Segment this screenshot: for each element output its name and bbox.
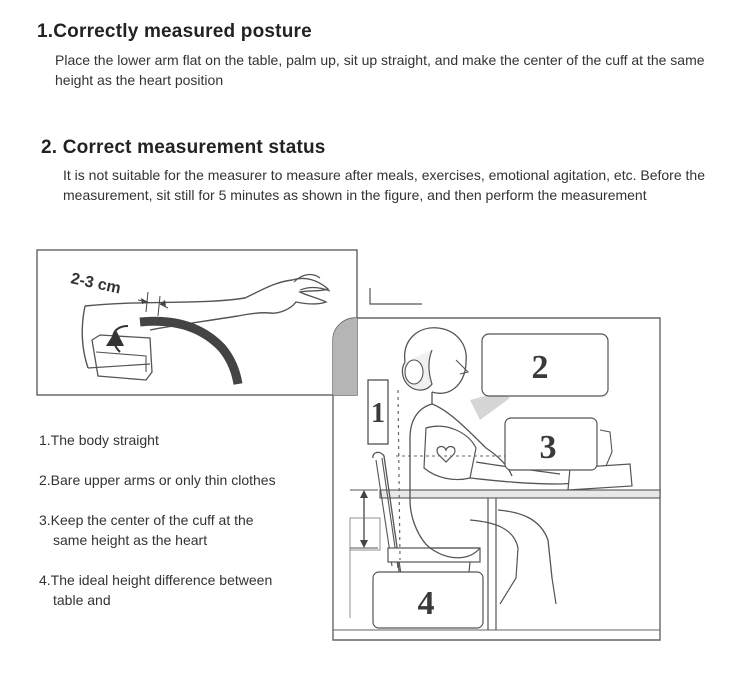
corner-mark <box>370 288 422 304</box>
cuff-position-inset: 2-3 cm <box>37 250 357 395</box>
callout-1: 1 <box>371 398 385 429</box>
callout-3: 3 <box>540 429 557 466</box>
callout-4: 4 <box>418 585 435 622</box>
callout-2: 2 <box>532 349 549 386</box>
main-scene: 1 2 3 4 <box>333 318 660 640</box>
